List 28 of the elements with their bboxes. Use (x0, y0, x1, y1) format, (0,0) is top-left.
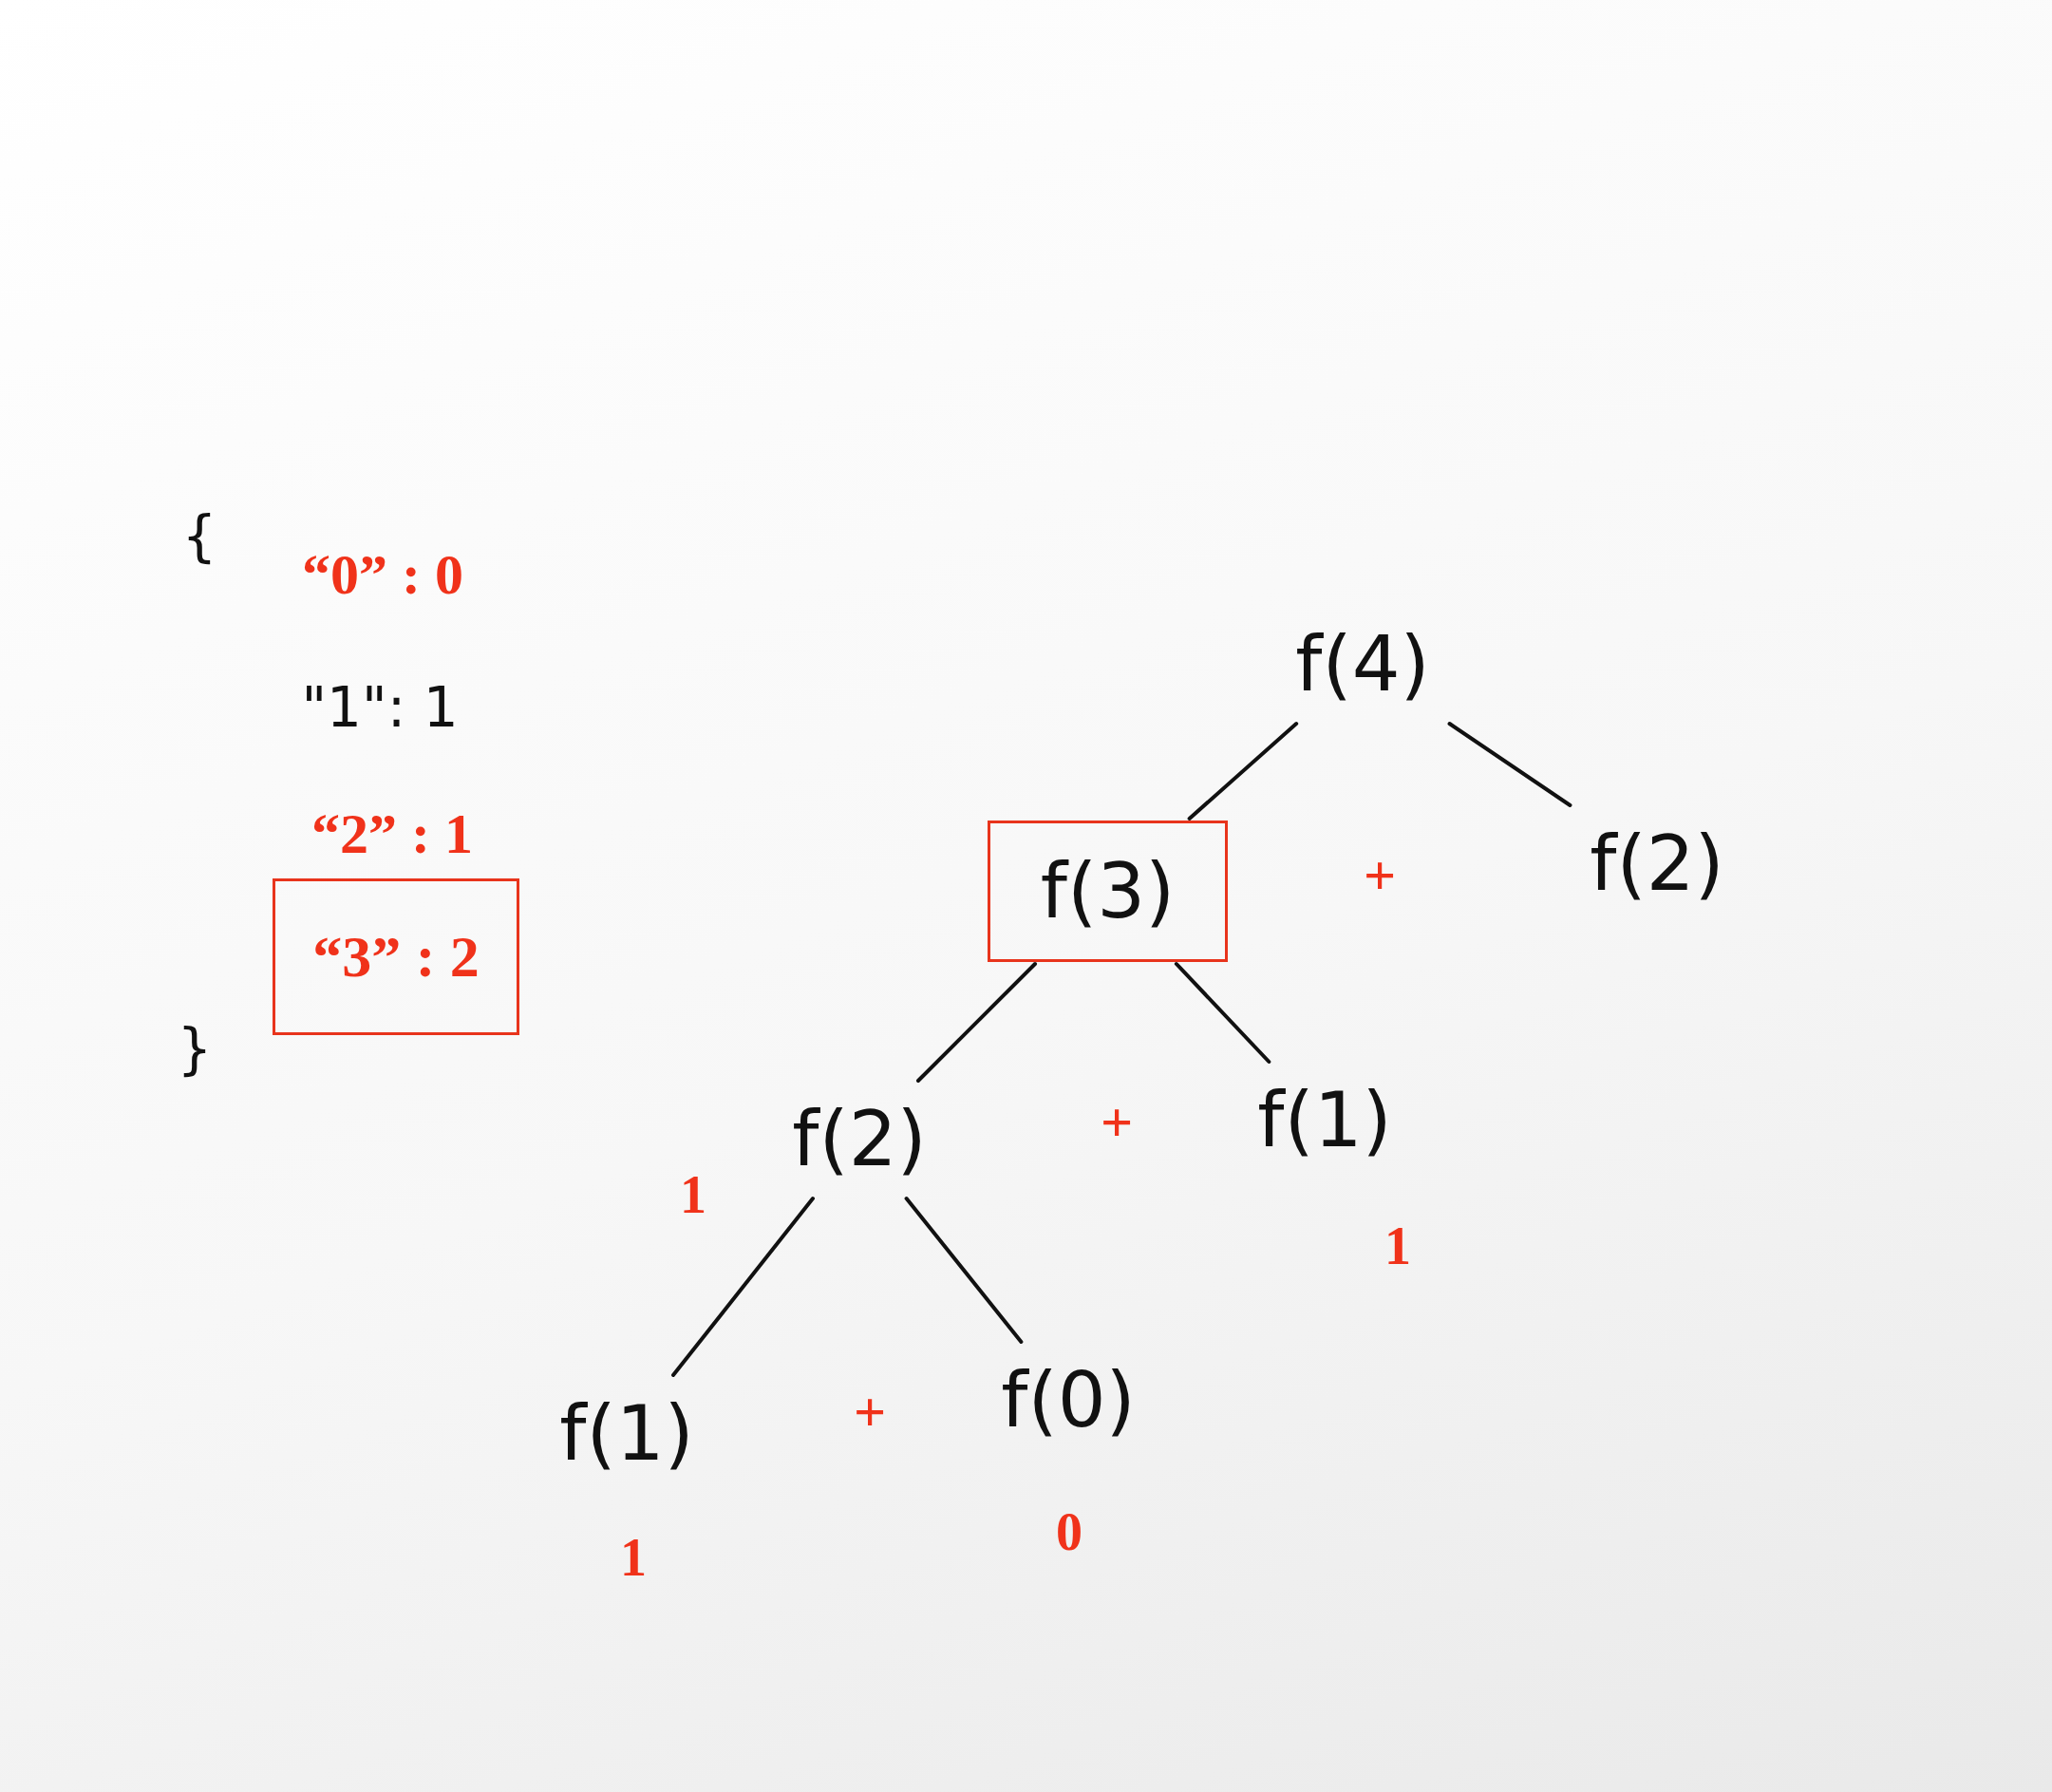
handwritten-label: "1": 1 (301, 680, 459, 735)
function-call-text: f(2) (1590, 819, 1724, 910)
handwritten-label: { (181, 509, 217, 564)
function-call-text: f(0) (1001, 1355, 1136, 1446)
tree-branch-line (1187, 722, 1299, 821)
highlight-box (988, 821, 1228, 962)
tree-branch-line (1174, 962, 1271, 1064)
tree-branch-line (916, 962, 1037, 1083)
memo-label: + (853, 1384, 887, 1441)
memo-label: + (1363, 847, 1397, 904)
tree-branch-line (671, 1197, 815, 1377)
return-value: 1 (620, 1531, 647, 1584)
function-call-text: f(3) (1040, 845, 1176, 937)
handwritten-label: } (177, 1022, 213, 1077)
tree-branch-line (904, 1197, 1024, 1344)
tree-branch-line (1447, 722, 1572, 807)
memo-label: “2” : 1 (311, 805, 473, 862)
return-value: 0 (1056, 1505, 1082, 1558)
memo-entry: “3” : 2 (312, 923, 480, 990)
highlight-box (273, 878, 519, 1035)
memo-label: “0” : 0 (302, 546, 463, 603)
function-call-text: f(1) (1257, 1075, 1392, 1166)
memo-label: + (1100, 1094, 1134, 1151)
return-value: 1 (1384, 1219, 1411, 1273)
return-value: 1 (680, 1168, 706, 1221)
function-call-text: f(2) (792, 1094, 927, 1185)
function-call-text: f(1) (559, 1388, 694, 1480)
function-call-text: f(4) (1295, 619, 1430, 710)
